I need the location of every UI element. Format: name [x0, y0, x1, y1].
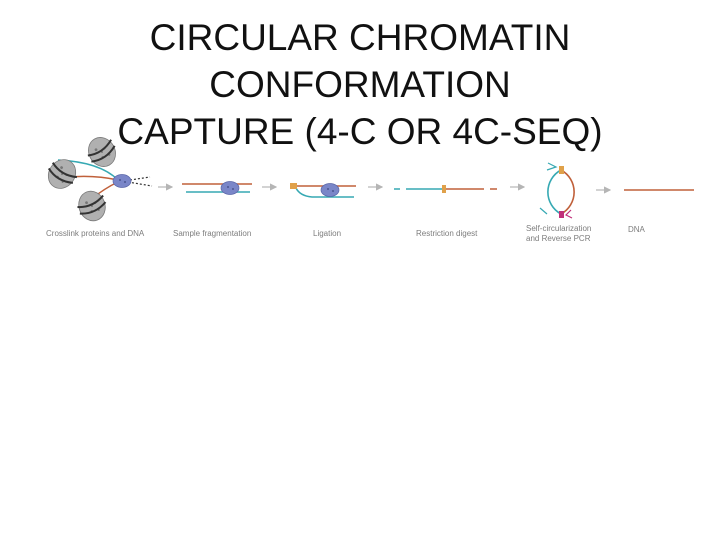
nucleosome-icon — [72, 186, 112, 226]
nucleosome-icon — [40, 152, 84, 196]
step-label-dna: DNA — [628, 225, 646, 234]
title-line-2: CAPTURE (4-C OR 4C-SEQ) — [117, 111, 603, 152]
step-circularization-illustration — [539, 162, 575, 219]
step-label-fragmentation: Sample fragmentation — [173, 229, 251, 238]
step-label-reverse-pcr: and Reverse PCR — [526, 234, 591, 243]
step-label-crosslink: Crosslink proteins and DNA — [46, 229, 145, 238]
protein-icon — [220, 181, 240, 195]
step-label-ligation: Ligation — [313, 229, 341, 238]
4c-workflow-diagram: Crosslink proteins and DNA Sample fragme… — [40, 131, 694, 243]
protein-icon — [112, 174, 132, 188]
step-label-circularization: Self-circularization — [526, 224, 591, 233]
step-crosslink-illustration — [40, 131, 153, 226]
step-restriction-digest-illustration — [394, 185, 497, 193]
step-label-restriction-digest: Restriction digest — [416, 229, 478, 238]
step-ligation-illustration — [290, 183, 356, 198]
slide-title: CIRCULAR CHROMATIN CONFORMATION CAPTURE … — [0, 14, 720, 155]
title-line-1: CIRCULAR CHROMATIN CONFORMATION — [149, 17, 571, 105]
nucleosome-icon — [81, 131, 123, 173]
protein-icon — [320, 183, 340, 197]
step-fragmentation-illustration — [182, 181, 252, 195]
